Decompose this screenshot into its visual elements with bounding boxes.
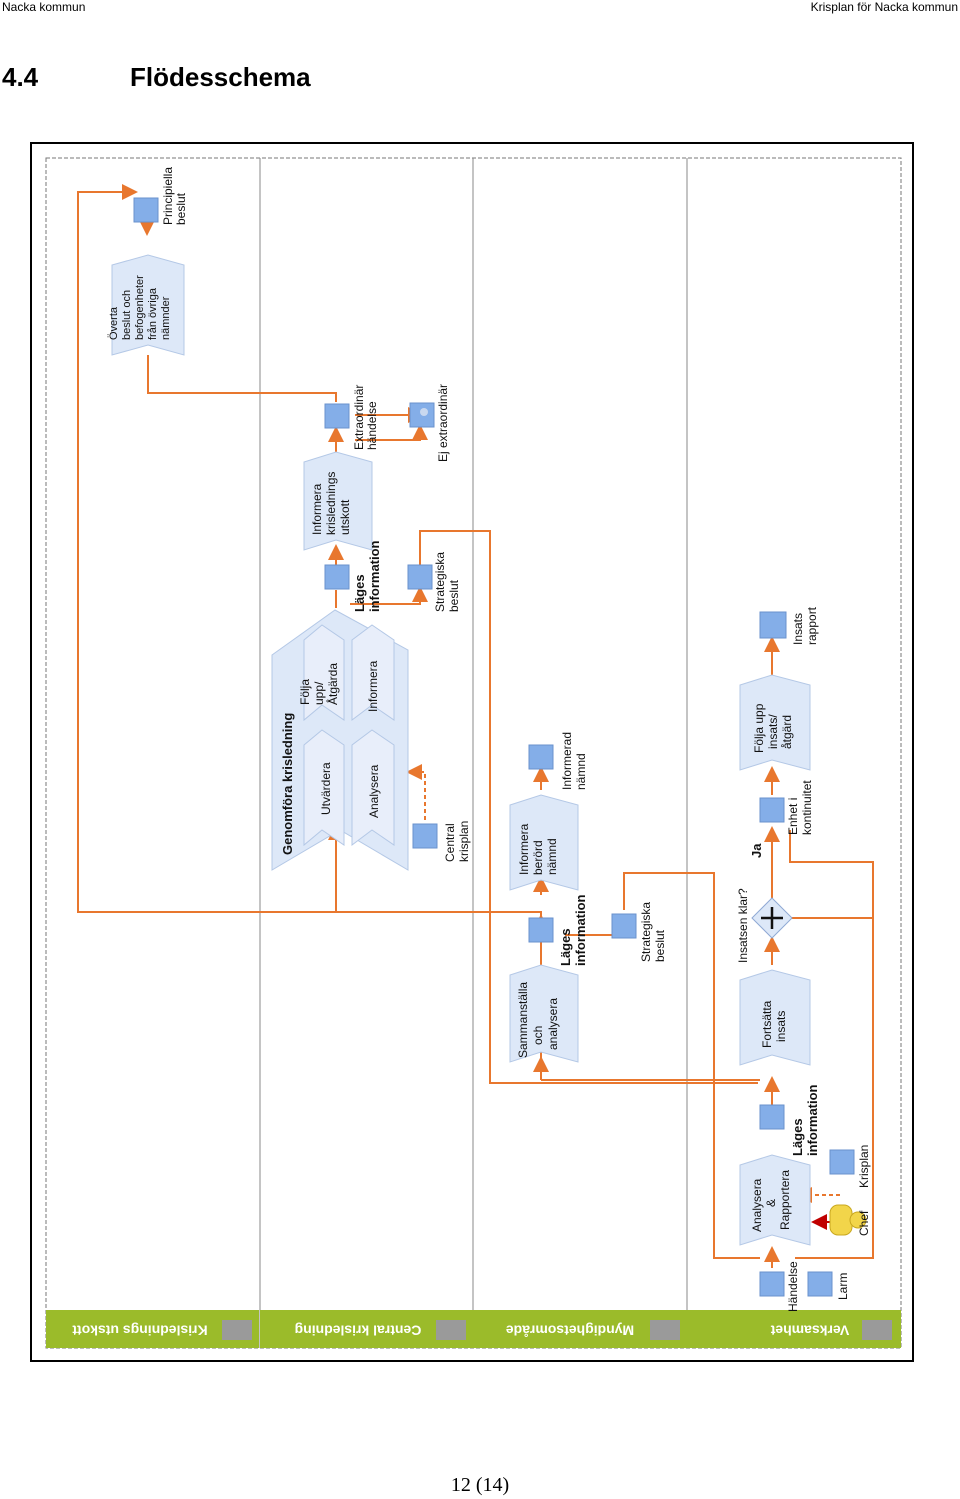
header-right: Krisplan för Nacka kommun [810, 0, 958, 14]
insats-rapport-label: Insats rapport [791, 606, 819, 645]
informera-nam-label: Informera berörd nämnd [517, 820, 559, 875]
lane-central: Central krisledning [295, 1322, 422, 1338]
analysera-rapportera-label: Analysera & Rapportera [750, 1170, 792, 1232]
strategiska-central-box [407, 564, 433, 590]
sammanstalla-label: Sammanställa och analysera [516, 979, 560, 1058]
central-krisplan-label: Central krisplan [443, 820, 471, 862]
lane-bar-verksamhet: Verksamhet [687, 1310, 901, 1348]
informera-shape [351, 624, 395, 721]
enhet-label: Enhet i kontinuitet [786, 780, 814, 835]
informera-kl-shape [303, 451, 373, 551]
larm-box [807, 1271, 833, 1297]
genomfora-label: Genomföra krisledning [280, 713, 295, 855]
lages-myn-label: Läges information [558, 894, 588, 966]
extraordinar-label: Extraordinär händelse [352, 381, 379, 450]
utvardera-shape [303, 729, 345, 847]
folja-upp-insats-label: Följa upp insats/ åtgärd [752, 700, 794, 753]
lane-bar-myndighet: Myndighetsområde [473, 1310, 687, 1348]
folja-upp-insats-shape [739, 674, 811, 771]
fortsatta-label: Fortsätta insats [760, 997, 788, 1048]
central-krisplan-box [412, 823, 438, 849]
ja-label: Ja [749, 843, 764, 858]
lages-verk-label: Läges information [790, 1084, 820, 1156]
principiella-box [133, 197, 159, 223]
insats-rapport-box [759, 611, 787, 639]
decision-gateway [751, 897, 793, 939]
informera-kl-label: Informera krislednings utskott [310, 468, 352, 535]
strategiska-myn-box [611, 913, 637, 939]
lane-bar-central: Central krisledning [260, 1310, 473, 1348]
utvardera-label: Utvärdera [319, 762, 333, 815]
lages-myn-box [528, 917, 554, 943]
lages-central-label: Läges information [352, 540, 382, 612]
larm-label: Larm [836, 1273, 850, 1300]
section-number: 4.4 [2, 62, 39, 92]
page-number: 12 (14) [450, 1474, 510, 1496]
informerad-nam-box [528, 744, 554, 770]
overta-shape [111, 254, 185, 356]
lane-bar-krisledningsutskott: Krislednings utskott [46, 1310, 259, 1348]
informerad-nam-label: Informerad nämnd [560, 729, 588, 790]
genomfora-group: Genomföra krisledning Utvärdera Analyser… [271, 609, 409, 871]
informera-nam-shape [509, 794, 579, 891]
principiella-label: Principiella beslut [161, 164, 188, 225]
diagram-frame [30, 142, 914, 1362]
section-title: Flödesschema [130, 62, 311, 92]
analysera-shape [351, 729, 395, 846]
extraordinar-box [324, 403, 350, 429]
lages-verk-box [759, 1104, 785, 1130]
lane-myndighet: Myndighetsområde [506, 1322, 635, 1338]
lane-verksamhet: Verksamhet [770, 1322, 849, 1338]
header-left: Nacka kommun [2, 0, 86, 14]
handelse-box [759, 1271, 785, 1297]
krisplan-box [829, 1149, 855, 1175]
krisplan-label: Krisplan [857, 1145, 871, 1188]
handelse-label: Händelse [786, 1261, 800, 1312]
enhet-box [759, 797, 785, 823]
informera-label: Informera [366, 660, 380, 712]
lane-krisledningsutskott: Krislednings utskott [72, 1322, 208, 1338]
strategiska-myn-label: Strategiska beslut [639, 899, 667, 962]
folja-upp-shape [303, 624, 345, 722]
fortsatta-shape [739, 969, 811, 1066]
overta-label: Överta beslut och befogenheter från övri… [108, 272, 172, 340]
insatsen-klar-label: Insatsen klar? [736, 888, 750, 963]
folja-upp-label: Följa upp/ Åtgärda [298, 663, 340, 705]
analysera-rapportera-shape [739, 1154, 811, 1246]
chef-icon [829, 1204, 867, 1236]
chef-label: Chef [857, 1210, 871, 1236]
analysera-label: Analysera [367, 764, 381, 818]
lages-central-box [324, 564, 350, 590]
strategiska-central-label: Strategiska beslut [433, 549, 461, 612]
sammanstalla-shape [509, 964, 579, 1063]
ej-extraordinar-label: Ej extraordinär [436, 384, 450, 462]
